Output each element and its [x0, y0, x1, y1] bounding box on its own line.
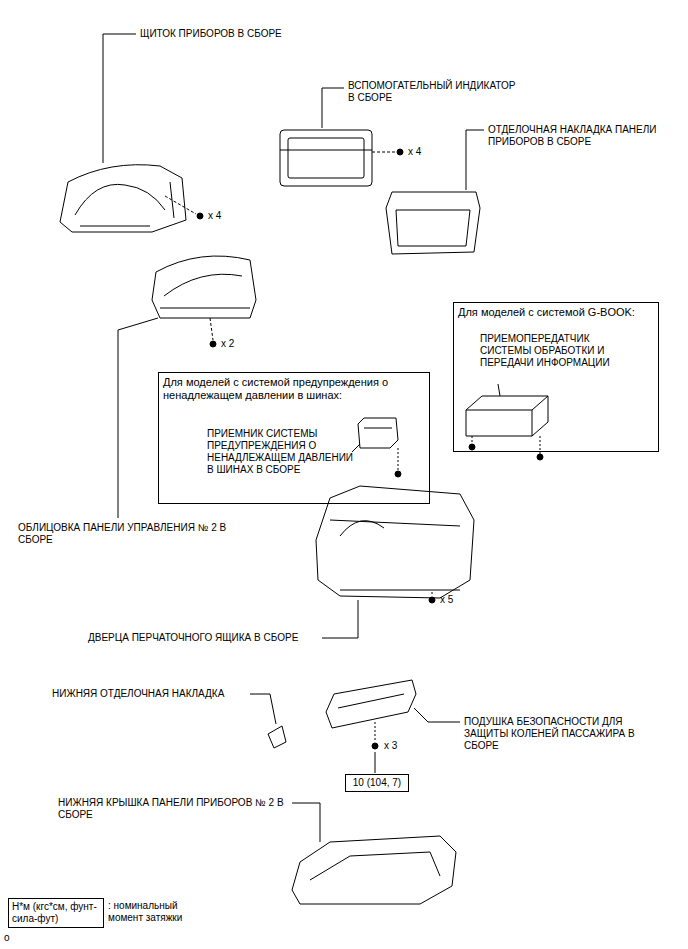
- screw-set: [165, 196, 203, 219]
- glove-box-line: [429, 597, 435, 603]
- glove-box: [316, 486, 474, 638]
- torque-unit: Н*м (кгс*см, фунт-сила-фут): [12, 901, 100, 925]
- tpms-receiver-line: [358, 418, 398, 448]
- combination-meter: [60, 34, 186, 232]
- legend-text: : номинальный момент затяжки: [108, 900, 204, 924]
- lower-cover-line: [292, 803, 320, 842]
- glove-box-line: [316, 486, 474, 598]
- screw-set-line: [397, 149, 403, 155]
- part-name: ЩИТОК ПРИБОРОВ В СБОРЕ: [140, 28, 282, 40]
- quantity: x 3: [384, 740, 397, 752]
- torque-box: 10 (104, 7): [345, 774, 409, 792]
- combination-meter-line: [75, 184, 165, 215]
- part-name: ПРИЕМНИК СИСТЕМЫ ПРЕДУПРЕЖДЕНИЯ О НЕНАДЛ…: [207, 428, 357, 476]
- page-mark: o: [4, 932, 10, 944]
- knee-airbag: [326, 680, 460, 773]
- knee-airbag-line: [326, 680, 416, 728]
- transceiver-line: [469, 444, 475, 450]
- transceiver-line: [498, 384, 500, 396]
- cluster-finish-panel-line: [210, 341, 216, 347]
- cluster-finish-panel-line: [152, 256, 256, 318]
- glove-box-line: [340, 521, 384, 536]
- screw-set-line: [165, 196, 196, 214]
- tpms-receiver-line: [395, 471, 401, 477]
- cluster-finish-panel-line: [160, 308, 250, 309]
- knee-airbag-line: [338, 694, 404, 708]
- glove-box-line: [432, 592, 433, 596]
- glove-box-line: [340, 590, 460, 591]
- tpms-receiver-line: [398, 448, 399, 470]
- transceiver-line: [537, 454, 543, 460]
- part-name: ОТДЕЛОЧНАЯ НАКЛАДКА ПАНЕЛИ ПРИБОРОВ В СБ…: [488, 124, 674, 148]
- lower-cover-line: [310, 852, 440, 880]
- sub-indicator-line: [288, 138, 364, 178]
- quantity: x 4: [408, 146, 421, 158]
- cluster-finish-panel-line: [210, 318, 213, 340]
- condition-heading: Для моделей с системой G-BOOK:: [458, 306, 648, 319]
- glove-box-line: [322, 600, 358, 638]
- part-name: ДВЕРЦА ПЕРЧАТОЧНОГО ЯЩИКА В СБОРЕ: [88, 632, 298, 644]
- legend-sample-box: Н*м (кгс*см, фунт-сила-фут): [8, 898, 104, 928]
- combination-meter-line: [103, 34, 104, 163]
- part-name: НИЖНЯЯ ОТДЕЛОЧНАЯ НАКЛАДКА: [52, 688, 224, 700]
- finish-panel-line: [466, 130, 484, 190]
- combination-meter-line: [170, 182, 174, 218]
- part-name: ВСПОМОГАТЕЛЬНЫЙ ИНДИКАТОР В СБОРЕ: [348, 80, 516, 104]
- part-name: ПОДУШКА БЕЗОПАСНОСТИ ДЛЯ ЗАЩИТЫ КОЛЕНЕЙ …: [464, 716, 660, 752]
- lower-cover: [292, 803, 456, 904]
- part-name: ОБЛИЦОВКА ПАНЕЛИ УПРАВЛЕНИЯ № 2 В СБОРЕ: [18, 522, 250, 546]
- knee-airbag-line: [375, 722, 376, 742]
- finish-panel-line: [396, 210, 470, 246]
- combination-meter-line: [80, 226, 150, 227]
- quantity: x 4: [208, 210, 221, 222]
- glove-box-line: [330, 520, 460, 526]
- tpms-receiver: [352, 418, 401, 477]
- combination-meter-line: [103, 34, 136, 35]
- finish-panel: [386, 130, 484, 254]
- sub-indicator-line: [322, 88, 344, 128]
- finish-panel-line: [386, 192, 480, 254]
- screw-set: [372, 149, 403, 155]
- cluster-finish-panel-line: [164, 274, 242, 296]
- quantity: x 5: [440, 594, 453, 606]
- sub-indicator-line: [280, 150, 372, 151]
- part-name: ПРИЕМОПЕРЕДАТЧИК СИСТЕМЫ ОБРАБОТКИ И ПЕР…: [480, 333, 630, 369]
- condition-box: Для моделей с системой предупреждения о …: [158, 372, 430, 504]
- screw-set-line: [372, 152, 396, 153]
- cluster-finish-panel-line: [118, 318, 158, 518]
- knee-airbag-line: [414, 708, 460, 722]
- tpms-receiver-line: [352, 444, 360, 452]
- condition-heading: Для моделей с системой предупреждения о …: [163, 376, 413, 402]
- lower-trim: [250, 694, 286, 748]
- lower-trim-line: [268, 726, 286, 748]
- transceiver-line: [532, 410, 533, 436]
- lower-trim-line: [250, 694, 276, 724]
- combination-meter-line: [60, 165, 186, 232]
- part-name: НИЖНЯЯ КРЫШКА ПАНЕЛИ ПРИБОРОВ № 2 В СБОР…: [58, 797, 290, 821]
- transceiver-line: [466, 396, 548, 410]
- tpms-receiver-line: [364, 428, 392, 429]
- transceiver-line: [472, 436, 473, 444]
- transceiver: [466, 384, 548, 460]
- lower-cover-line: [292, 836, 456, 904]
- sub-indicator-line: [280, 130, 372, 186]
- transceiver-line: [466, 396, 548, 436]
- knee-airbag-line: [375, 752, 376, 773]
- torque-value: 10 (104, 7): [346, 777, 408, 789]
- knee-airbag-line: [372, 743, 378, 749]
- screw-set-line: [197, 213, 203, 219]
- condition-box: Для моделей с системой G-BOOK: ПРИЕМОПЕРЕ…: [453, 302, 659, 452]
- quantity: x 2: [221, 338, 234, 350]
